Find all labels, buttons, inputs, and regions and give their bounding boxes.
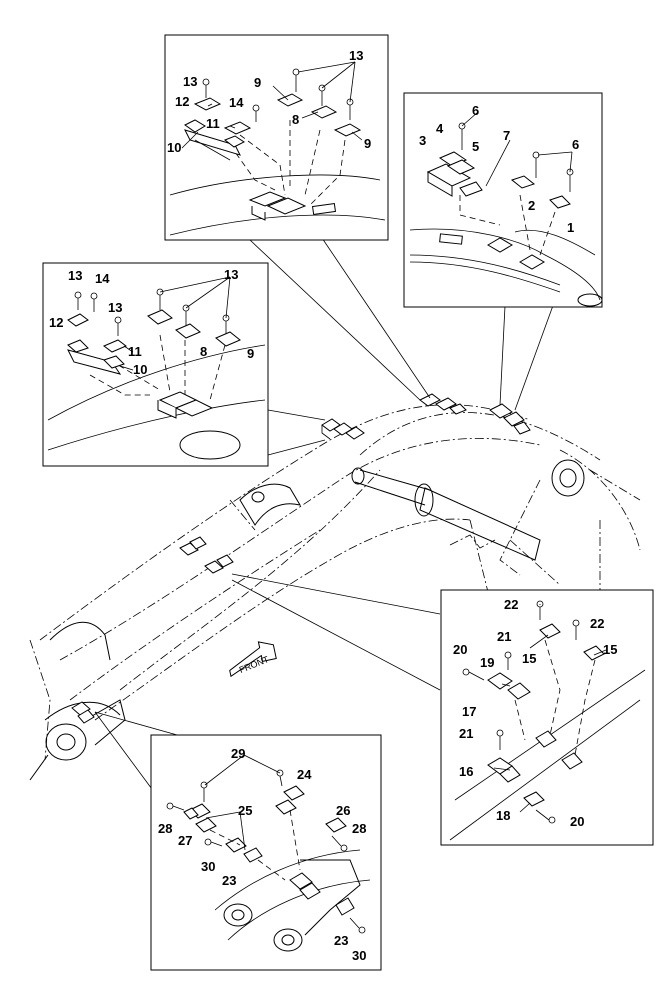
boom-assembly: [29, 404, 641, 781]
detail-box-c: [42, 262, 269, 467]
callout-5: 5: [472, 139, 479, 154]
callout-1: 1: [567, 220, 574, 235]
callout-23: 23: [334, 933, 348, 948]
detail-box-e: [150, 734, 382, 971]
callout-8: 8: [200, 344, 207, 359]
callout-17: 17: [462, 704, 476, 719]
callout-14: 14: [95, 271, 110, 286]
callout-numbers: 13 13 9 12 14 8 11 9 10 6 7 4 3 5 6 2 1 …: [49, 48, 617, 963]
callout-28: 28: [352, 821, 366, 836]
callout-9: 9: [247, 346, 254, 361]
callout-13: 13: [183, 74, 197, 89]
callout-25: 25: [238, 803, 252, 818]
callout-11: 11: [128, 344, 142, 359]
callout-18: 18: [496, 808, 510, 823]
callout-leaders: [119, 61, 607, 851]
detail-box-b: [403, 92, 603, 308]
callout-12: 12: [49, 315, 63, 330]
callout-13: 13: [68, 268, 82, 283]
callout-12: 12: [175, 94, 189, 109]
callout-7: 7: [503, 128, 510, 143]
callout-3: 3: [419, 133, 426, 148]
callout-19: 19: [480, 655, 494, 670]
callout-13: 13: [224, 267, 238, 282]
callout-30: 30: [201, 859, 215, 874]
callout-23: 23: [222, 873, 236, 888]
callout-26: 26: [336, 803, 350, 818]
callout-14: 14: [229, 95, 244, 110]
callout-21: 21: [497, 629, 511, 644]
callout-9: 9: [254, 75, 261, 90]
callout-2: 2: [528, 198, 535, 213]
detail-box-a: [164, 34, 389, 241]
front-direction-arrow: FRONT: [229, 641, 277, 678]
callout-24: 24: [297, 767, 312, 782]
detail-box-d: [440, 589, 654, 846]
callout-13: 13: [349, 48, 363, 63]
callout-27: 27: [178, 833, 192, 848]
callout-28: 28: [158, 821, 172, 836]
boom-clamps: [71, 393, 531, 724]
callout-20: 20: [570, 814, 584, 829]
callout-15: 15: [522, 651, 536, 666]
callout-6: 6: [472, 103, 479, 118]
callout-22: 22: [504, 597, 518, 612]
callout-13: 13: [108, 300, 122, 315]
callout-22: 22: [590, 616, 604, 631]
callout-29: 29: [231, 746, 245, 761]
callout-15: 15: [603, 642, 617, 657]
callout-11: 11: [206, 116, 220, 131]
callout-16: 16: [459, 764, 473, 779]
callout-10: 10: [133, 362, 147, 377]
callout-30: 30: [352, 948, 366, 963]
callout-6: 6: [572, 137, 579, 152]
callout-10: 10: [167, 140, 181, 155]
leader-lines: [94, 234, 556, 801]
callout-8: 8: [292, 112, 299, 127]
callout-20: 20: [453, 642, 467, 657]
callout-4: 4: [436, 121, 444, 136]
callout-21: 21: [459, 726, 473, 741]
callout-9: 9: [364, 136, 371, 151]
front-label: FRONT: [238, 654, 271, 675]
